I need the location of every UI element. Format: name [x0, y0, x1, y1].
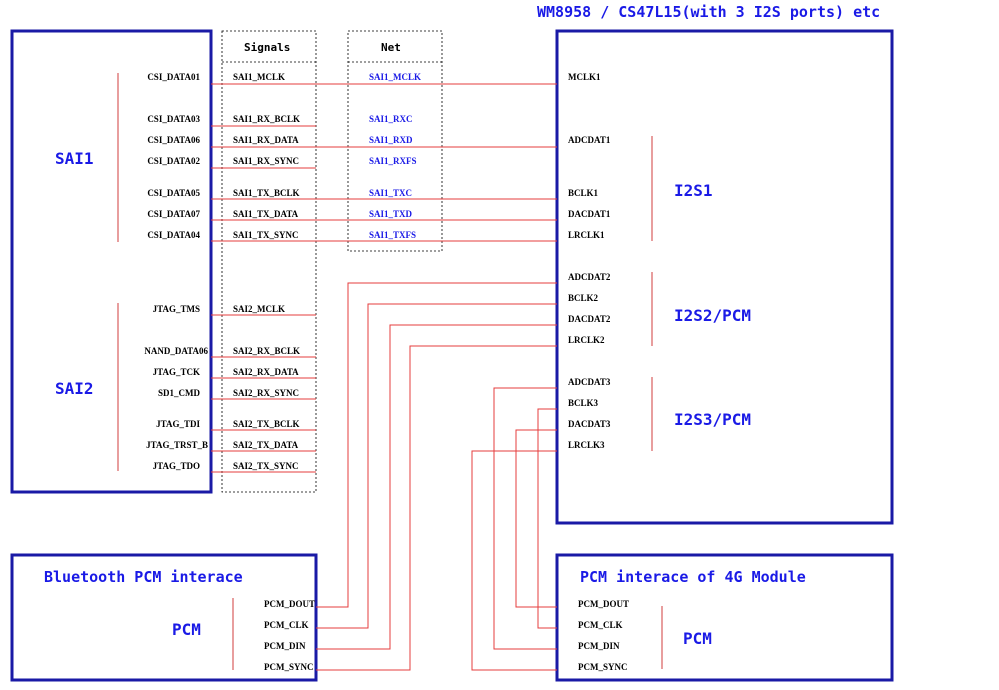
codec-pin: ADCDAT2	[568, 272, 611, 282]
signal-label: SAI1_TX_DATA	[233, 209, 299, 219]
signal-label: SAI1_MCLK	[233, 72, 285, 82]
sai1-label: SAI1	[55, 149, 94, 168]
signals-header: Signals	[244, 41, 290, 54]
wires-sai1	[211, 83, 557, 242]
soc-pin: JTAG_TCK	[153, 367, 200, 377]
module4g-pin: PCM_DIN	[578, 641, 620, 651]
signal-label: SAI1_TX_BCLK	[233, 188, 300, 198]
codec-pin: DACDAT3	[568, 419, 611, 429]
codec-pin: BCLK3	[568, 398, 599, 408]
i2s2-label: I2S2/PCM	[674, 306, 751, 325]
signal-label: SAI2_RX_DATA	[233, 367, 299, 377]
wire-bt-dout	[316, 282, 557, 608]
soc-pin: JTAG_TDO	[153, 461, 200, 471]
soc-pin: CSI_DATA03	[147, 114, 200, 124]
bluetooth-pin: PCM_SYNC	[264, 662, 314, 672]
net-label: SAI1_RXFS	[369, 156, 417, 166]
module4g-title: PCM interace of 4G Module	[580, 568, 806, 586]
signal-label: SAI1_RX_DATA	[233, 135, 299, 145]
i2s1-label: I2S1	[674, 181, 713, 200]
net-label: SAI1_TXD	[369, 209, 413, 219]
codec-pin: DACDAT2	[568, 314, 611, 324]
signal-label: SAI2_RX_SYNC	[233, 388, 299, 398]
codec-pin: BCLK1	[568, 188, 599, 198]
soc-pin: NAND_DATA06	[144, 346, 208, 356]
codec-pin: LRCLK2	[568, 335, 605, 345]
wires-module4g	[471, 387, 557, 671]
soc-pin: CSI_DATA01	[147, 72, 200, 82]
signal-label: SAI2_RX_BCLK	[233, 346, 300, 356]
soc-pin: JTAG_TRST_B	[146, 440, 208, 450]
module4g-pin: PCM_CLK	[578, 620, 623, 630]
soc-pin: JTAG_TDI	[156, 419, 200, 429]
module4g-box	[555, 553, 894, 682]
signal-label: SAI2_TX_DATA	[233, 440, 299, 450]
codec-pin: LRCLK1	[568, 230, 605, 240]
wire-4g-sync	[471, 450, 557, 671]
bluetooth-box	[10, 553, 318, 682]
module4g-pin: PCM_DOUT	[578, 599, 629, 609]
wire-4g-dout	[515, 429, 557, 608]
net-label: SAI1_RXC	[369, 114, 413, 124]
signal-label: SAI1_RX_SYNC	[233, 156, 299, 166]
soc-pin: CSI_DATA05	[147, 188, 200, 198]
soc-pin: SD1_CMD	[158, 388, 200, 398]
module4g-pcm-label: PCM	[683, 629, 712, 648]
net-label: SAI1_MCLK	[369, 72, 421, 82]
wire-bt-clk	[316, 303, 557, 629]
wires-bluetooth	[316, 282, 557, 671]
wires-sai2	[211, 314, 316, 473]
soc-pin: CSI_DATA06	[147, 135, 200, 145]
codec-box	[555, 29, 894, 525]
wire-bt-din	[316, 324, 557, 650]
soc-box	[10, 29, 213, 494]
soc-pin: CSI_DATA04	[147, 230, 200, 240]
soc-pin: JTAG_TMS	[153, 304, 200, 314]
codec-header-title: WM8958 / CS47L15(with 3 I2S ports) etc	[537, 3, 880, 21]
bluetooth-pcm-label: PCM	[172, 620, 201, 639]
net-column	[347, 30, 443, 252]
i2s3-label: I2S3/PCM	[674, 410, 751, 429]
bluetooth-pin: PCM_DOUT	[264, 599, 315, 609]
wire-4g-clk	[537, 408, 557, 629]
signal-label: SAI1_RX_BCLK	[233, 114, 300, 124]
net-label: SAI1_RXD	[369, 135, 413, 145]
wire-4g-din	[493, 387, 557, 650]
signal-label: SAI1_TX_SYNC	[233, 230, 299, 240]
bluetooth-pin: PCM_DIN	[264, 641, 306, 651]
codec-pin: MCLK1	[568, 72, 601, 82]
net-header: Net	[381, 41, 401, 54]
bluetooth-pin: PCM_CLK	[264, 620, 309, 630]
soc-pin: CSI_DATA07	[147, 209, 200, 219]
module4g-pin: PCM_SYNC	[578, 662, 628, 672]
signals-column	[221, 30, 317, 493]
signal-label: SAI2_TX_BCLK	[233, 419, 300, 429]
codec-pin: DACDAT1	[568, 209, 611, 219]
net-label: SAI1_TXFS	[369, 230, 416, 240]
wire-bt-sync	[316, 345, 557, 671]
codec-pin: LRCLK3	[568, 440, 605, 450]
bluetooth-title: Bluetooth PCM interace	[44, 568, 243, 586]
codec-pin: ADCDAT3	[568, 377, 611, 387]
net-label: SAI1_TXC	[369, 188, 412, 198]
sai2-label: SAI2	[55, 379, 94, 398]
signal-label: SAI2_MCLK	[233, 304, 285, 314]
codec-pin: ADCDAT1	[568, 135, 611, 145]
soc-pin: CSI_DATA02	[147, 156, 200, 166]
signal-label: SAI2_TX_SYNC	[233, 461, 299, 471]
codec-pin: BCLK2	[568, 293, 599, 303]
